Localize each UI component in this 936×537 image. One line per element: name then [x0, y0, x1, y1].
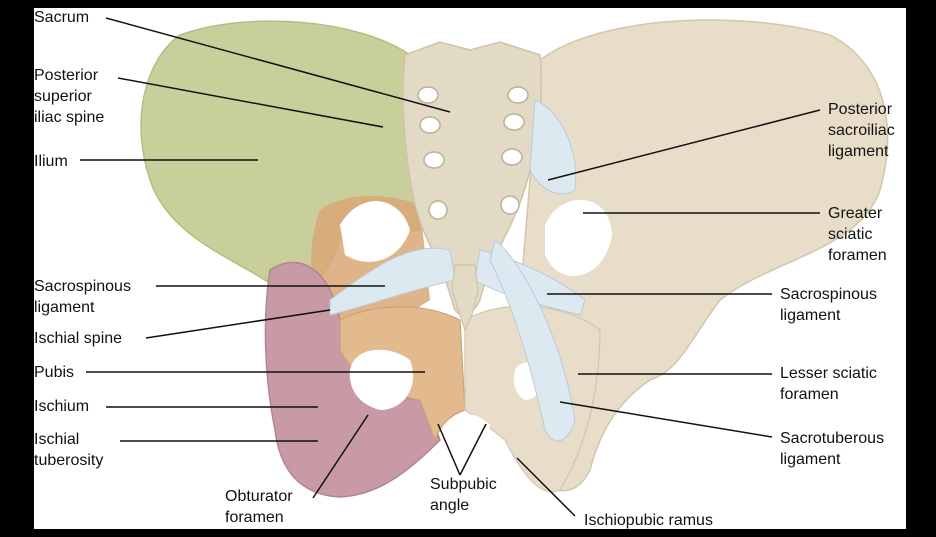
- leader-lines: [80, 17, 821, 517]
- label-pubis: Pubis: [34, 364, 75, 381]
- label-ischium: Ischium: [34, 398, 90, 415]
- label-posterior-sacroiliac-ligament: Posterior sacroiliac ligament: [828, 101, 895, 160]
- label-subpubic-angle: Subpubic angle: [430, 476, 497, 514]
- label-ilium: Ilium: [34, 153, 68, 170]
- label-greater-sciatic-foramen: Greater sciatic foramen: [828, 205, 887, 264]
- left-obturator-opening: [349, 349, 414, 410]
- label-ischial-tuberosity: Ischial tuberosity: [34, 431, 104, 469]
- sacral-foramina: [417, 86, 529, 220]
- coccyx: [451, 264, 479, 332]
- right-greater-sciatic-opening: [545, 199, 612, 277]
- label-posterior-superior-iliac-spine: Posterior superior iliac spine: [34, 67, 105, 126]
- subpubic-gap: [440, 414, 490, 470]
- label-ischial-spine: Ischial spine: [34, 330, 123, 347]
- label-sacrospinous-ligament-left: Sacrospinous ligament: [34, 278, 131, 316]
- label-obturator-foramen: Obturator foramen: [225, 488, 293, 526]
- right-ilium: [519, 19, 889, 492]
- label-sacrospinous-ligament-right: Sacrospinous ligament: [780, 286, 877, 324]
- label-ischiopubic-ramus: Ischiopubic ramus: [584, 512, 713, 529]
- label-sacrum: Sacrum: [34, 9, 90, 26]
- left-greater-sciatic-opening: [340, 201, 410, 262]
- label-lesser-sciatic-foramen: Lesser sciatic foramen: [780, 365, 877, 403]
- label-sacrotuberous-ligament: Sacrotuberous ligament: [780, 430, 885, 468]
- ligaments: [329, 99, 586, 442]
